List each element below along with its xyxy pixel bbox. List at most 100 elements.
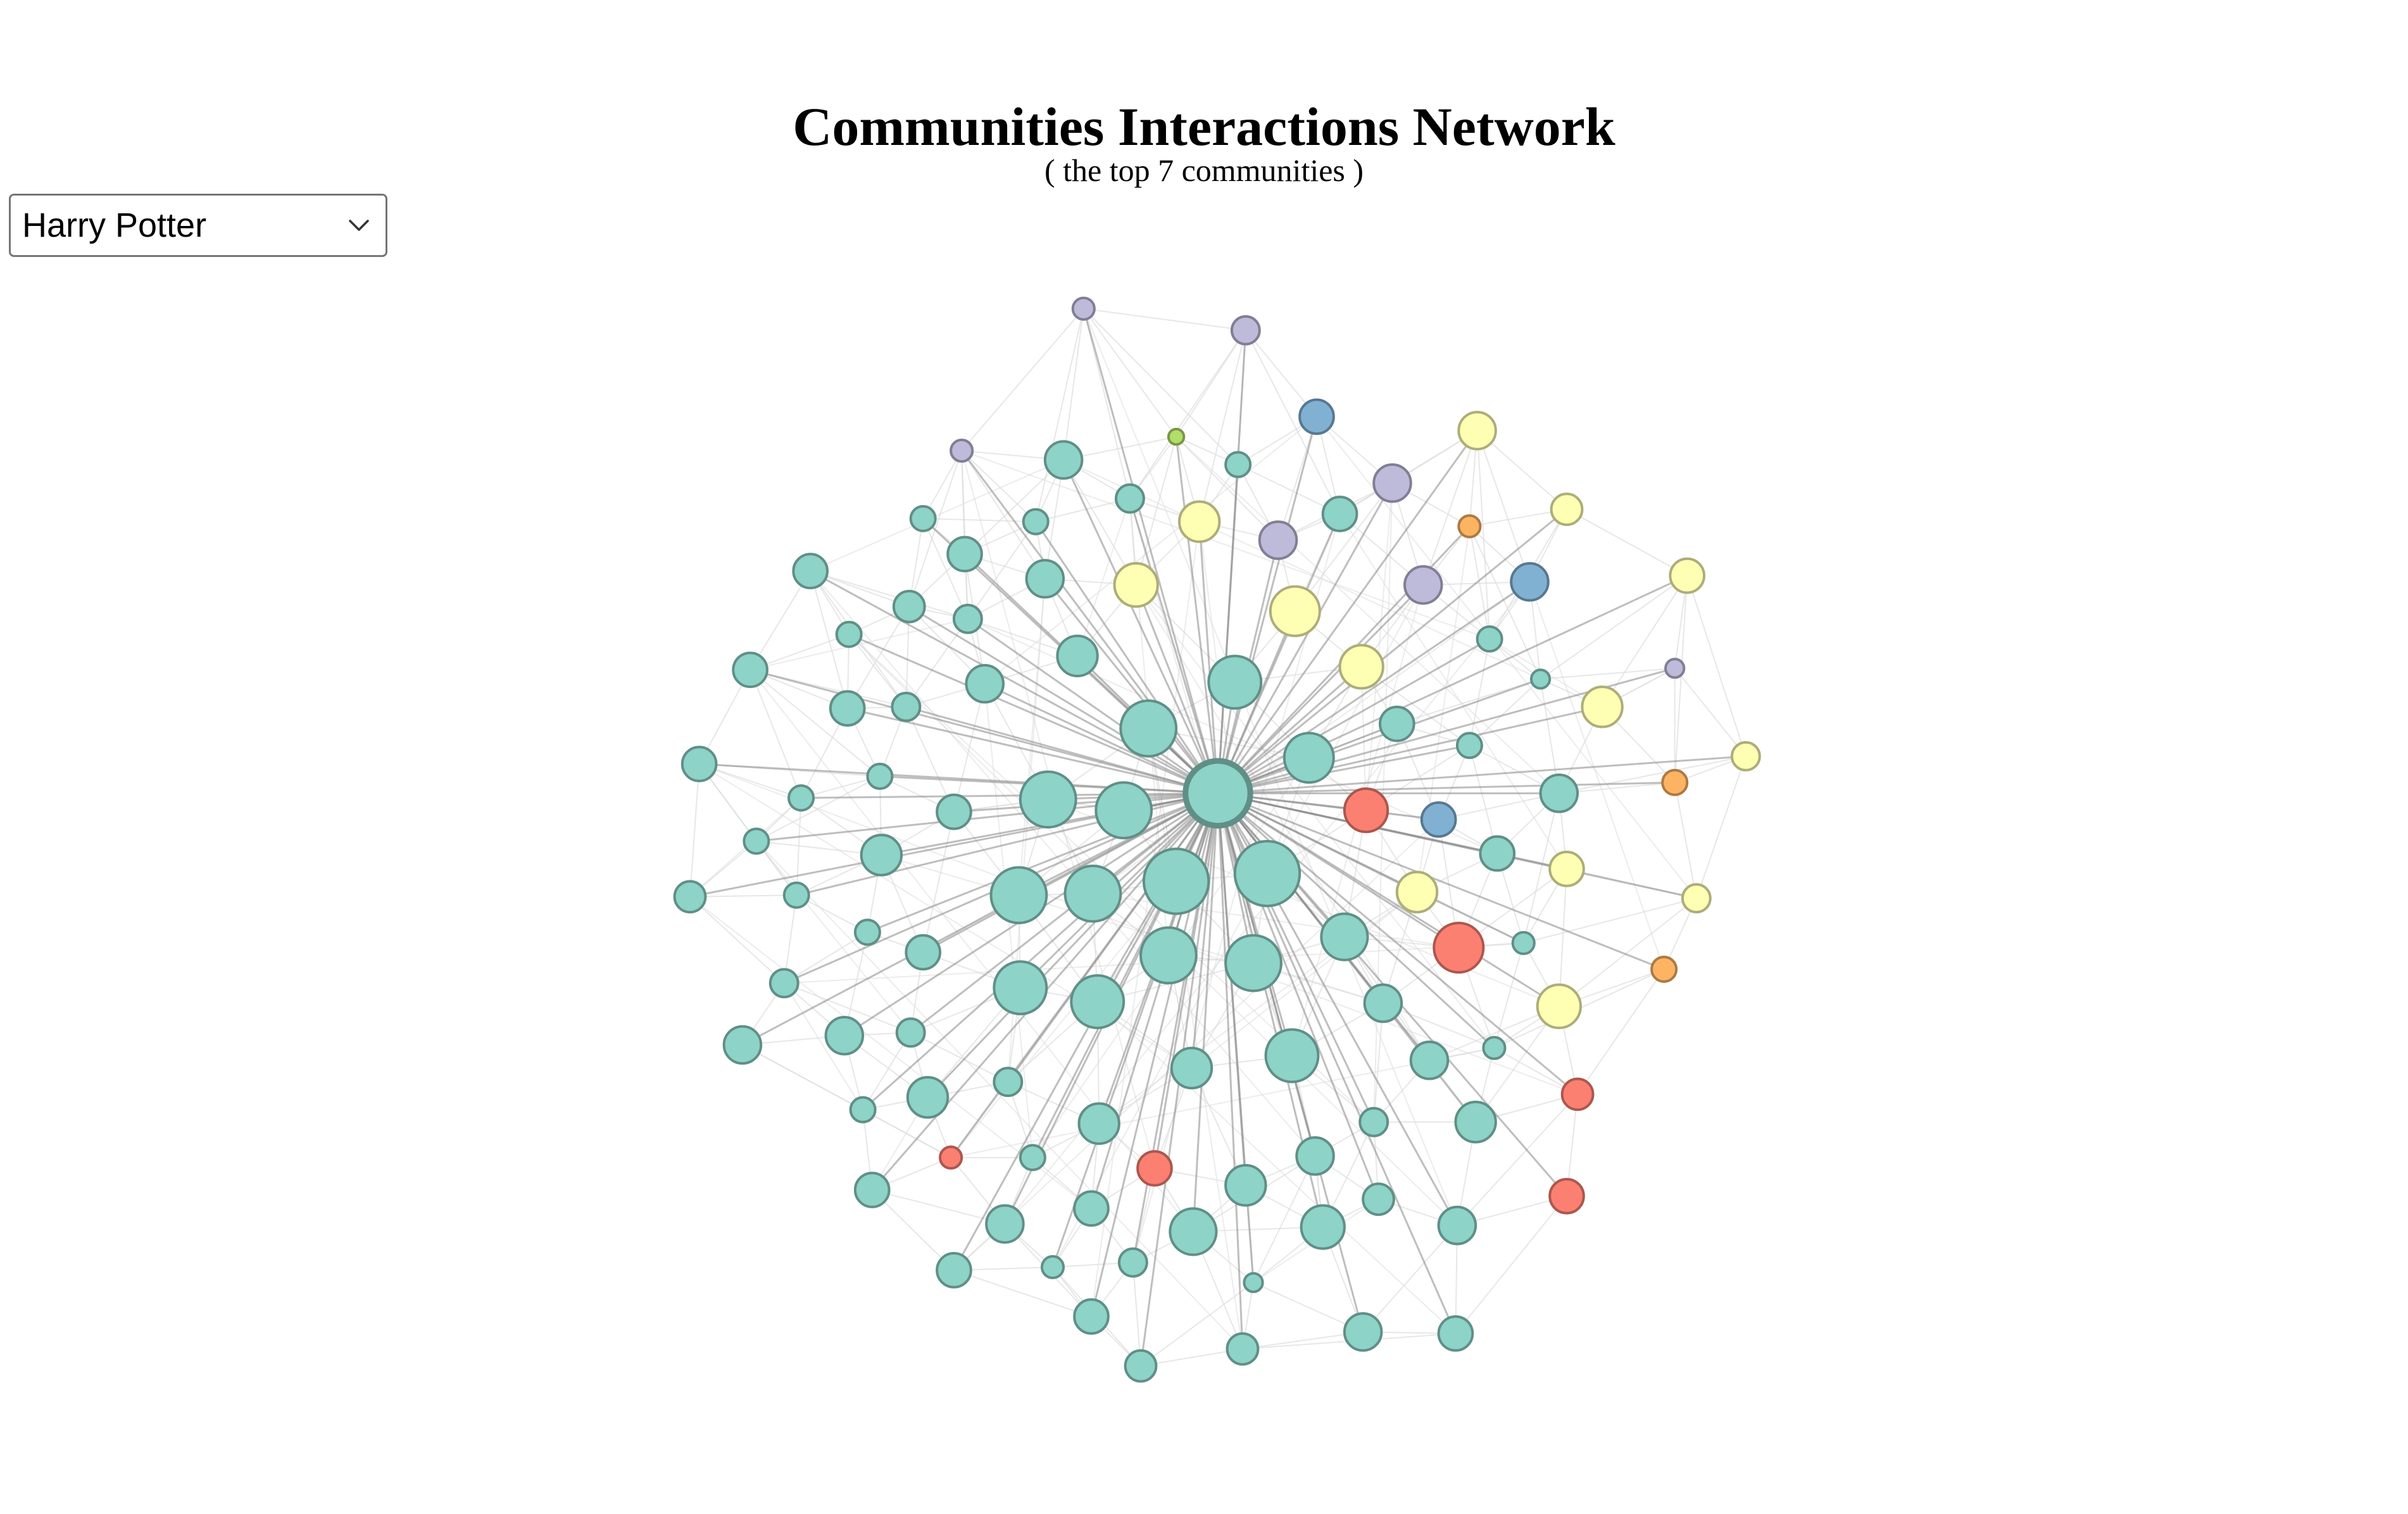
network-node[interactable] [829, 690, 866, 727]
network-node[interactable] [936, 1252, 972, 1289]
network-node[interactable] [1063, 864, 1122, 923]
network-node[interactable] [1650, 955, 1678, 983]
network-node[interactable] [965, 663, 1005, 704]
network-node[interactable] [1664, 658, 1686, 679]
network-node[interactable] [1550, 492, 1584, 527]
network-node[interactable] [1071, 296, 1096, 321]
network-node[interactable] [985, 1204, 1025, 1244]
network-node[interactable] [853, 1172, 891, 1208]
network-node[interactable] [895, 1017, 926, 1048]
network-node[interactable] [1258, 520, 1298, 560]
network-node[interactable] [1073, 1190, 1110, 1227]
network-node[interactable] [1681, 883, 1712, 914]
network-node[interactable] [1454, 1101, 1497, 1144]
network-node[interactable] [891, 691, 922, 722]
network-node[interactable] [1358, 1106, 1389, 1137]
network-node[interactable] [1510, 562, 1550, 602]
network-node[interactable] [860, 834, 903, 877]
network-node[interactable] [939, 1145, 963, 1170]
network-node[interactable] [1437, 1315, 1474, 1352]
network-node[interactable] [853, 918, 881, 946]
network-node[interactable] [1409, 1040, 1450, 1080]
network-node[interactable] [1136, 1150, 1173, 1187]
network-node[interactable] [1043, 440, 1084, 480]
network-node[interactable] [1117, 1247, 1148, 1278]
network-node[interactable] [1224, 934, 1282, 992]
network-node[interactable] [1395, 870, 1439, 914]
network-node[interactable] [1115, 483, 1145, 514]
network-node[interactable] [905, 934, 942, 971]
network-node[interactable] [1321, 496, 1358, 532]
network-node[interactable] [1343, 1312, 1383, 1352]
network-node[interactable] [1420, 801, 1457, 838]
network-node[interactable] [1362, 1182, 1395, 1217]
network-node[interactable] [1139, 926, 1198, 985]
network-node[interactable] [1343, 787, 1389, 834]
network-node[interactable] [1661, 768, 1689, 796]
network-node[interactable] [1073, 1298, 1110, 1335]
network-node[interactable] [1177, 500, 1221, 543]
network-node[interactable] [1142, 848, 1210, 915]
network-node[interactable] [1433, 922, 1485, 974]
network-node[interactable] [1025, 559, 1065, 599]
network-node[interactable] [1560, 1077, 1595, 1111]
network-node[interactable] [952, 603, 983, 634]
network-node[interactable] [1378, 705, 1415, 742]
network-node[interactable] [1243, 1272, 1264, 1293]
network-node[interactable] [1539, 773, 1579, 813]
network-node[interactable] [1056, 634, 1099, 678]
network-node[interactable] [792, 553, 829, 590]
network-node[interactable] [1226, 1332, 1260, 1366]
network-node[interactable] [768, 968, 800, 999]
network-node[interactable] [1119, 699, 1178, 758]
network-node[interactable] [1040, 1254, 1065, 1280]
network-node[interactable] [1363, 983, 1403, 1023]
network-node[interactable] [732, 651, 768, 689]
network-node[interactable] [1548, 851, 1585, 887]
network-node[interactable] [1264, 1028, 1320, 1084]
network-node[interactable] [936, 793, 972, 830]
network-node[interactable] [1536, 983, 1582, 1030]
network-node[interactable] [1455, 732, 1483, 760]
network-node[interactable] [1269, 585, 1321, 637]
network-node[interactable] [1372, 463, 1412, 503]
network-node[interactable] [1124, 1349, 1158, 1383]
network-node[interactable] [993, 960, 1048, 1016]
network-node[interactable] [866, 763, 894, 791]
network-node[interactable] [1320, 912, 1369, 961]
network-node[interactable] [1300, 1204, 1346, 1250]
network-node[interactable] [1022, 508, 1050, 535]
network-node[interactable] [1233, 839, 1301, 908]
network-node[interactable] [1169, 1207, 1218, 1256]
network-selector-dropdown[interactable]: Harry Potter [9, 194, 387, 257]
network-node[interactable] [989, 866, 1048, 925]
network-node[interactable] [1077, 1102, 1120, 1145]
network-node[interactable] [824, 1015, 865, 1056]
network-node[interactable] [1529, 668, 1552, 690]
network-node[interactable] [680, 746, 718, 782]
network-node[interactable] [1224, 1164, 1267, 1207]
network-node[interactable] [1581, 685, 1624, 729]
network-node[interactable] [946, 535, 983, 573]
network-node[interactable] [1511, 930, 1536, 955]
network-node[interactable] [1457, 514, 1482, 539]
network-node[interactable] [1482, 1035, 1507, 1060]
network-node[interactable] [1207, 654, 1263, 710]
network-node[interactable] [1282, 732, 1335, 784]
network-node[interactable] [1019, 1144, 1046, 1172]
network-node[interactable] [1437, 1205, 1477, 1246]
network-node[interactable] [1230, 315, 1261, 346]
network-node[interactable] [849, 1096, 877, 1123]
network-node[interactable] [1403, 565, 1443, 605]
network-node[interactable] [950, 438, 974, 463]
network-node[interactable] [892, 589, 926, 623]
network-node[interactable] [782, 881, 810, 909]
network-node[interactable] [1170, 1046, 1213, 1090]
network-node[interactable] [1167, 427, 1186, 446]
network-node[interactable] [1070, 974, 1126, 1030]
network-node[interactable] [1295, 1136, 1335, 1176]
network-node[interactable] [1298, 398, 1335, 435]
network-node[interactable] [1730, 741, 1761, 772]
network-node[interactable] [906, 1076, 950, 1119]
network-node[interactable] [1669, 557, 1706, 594]
